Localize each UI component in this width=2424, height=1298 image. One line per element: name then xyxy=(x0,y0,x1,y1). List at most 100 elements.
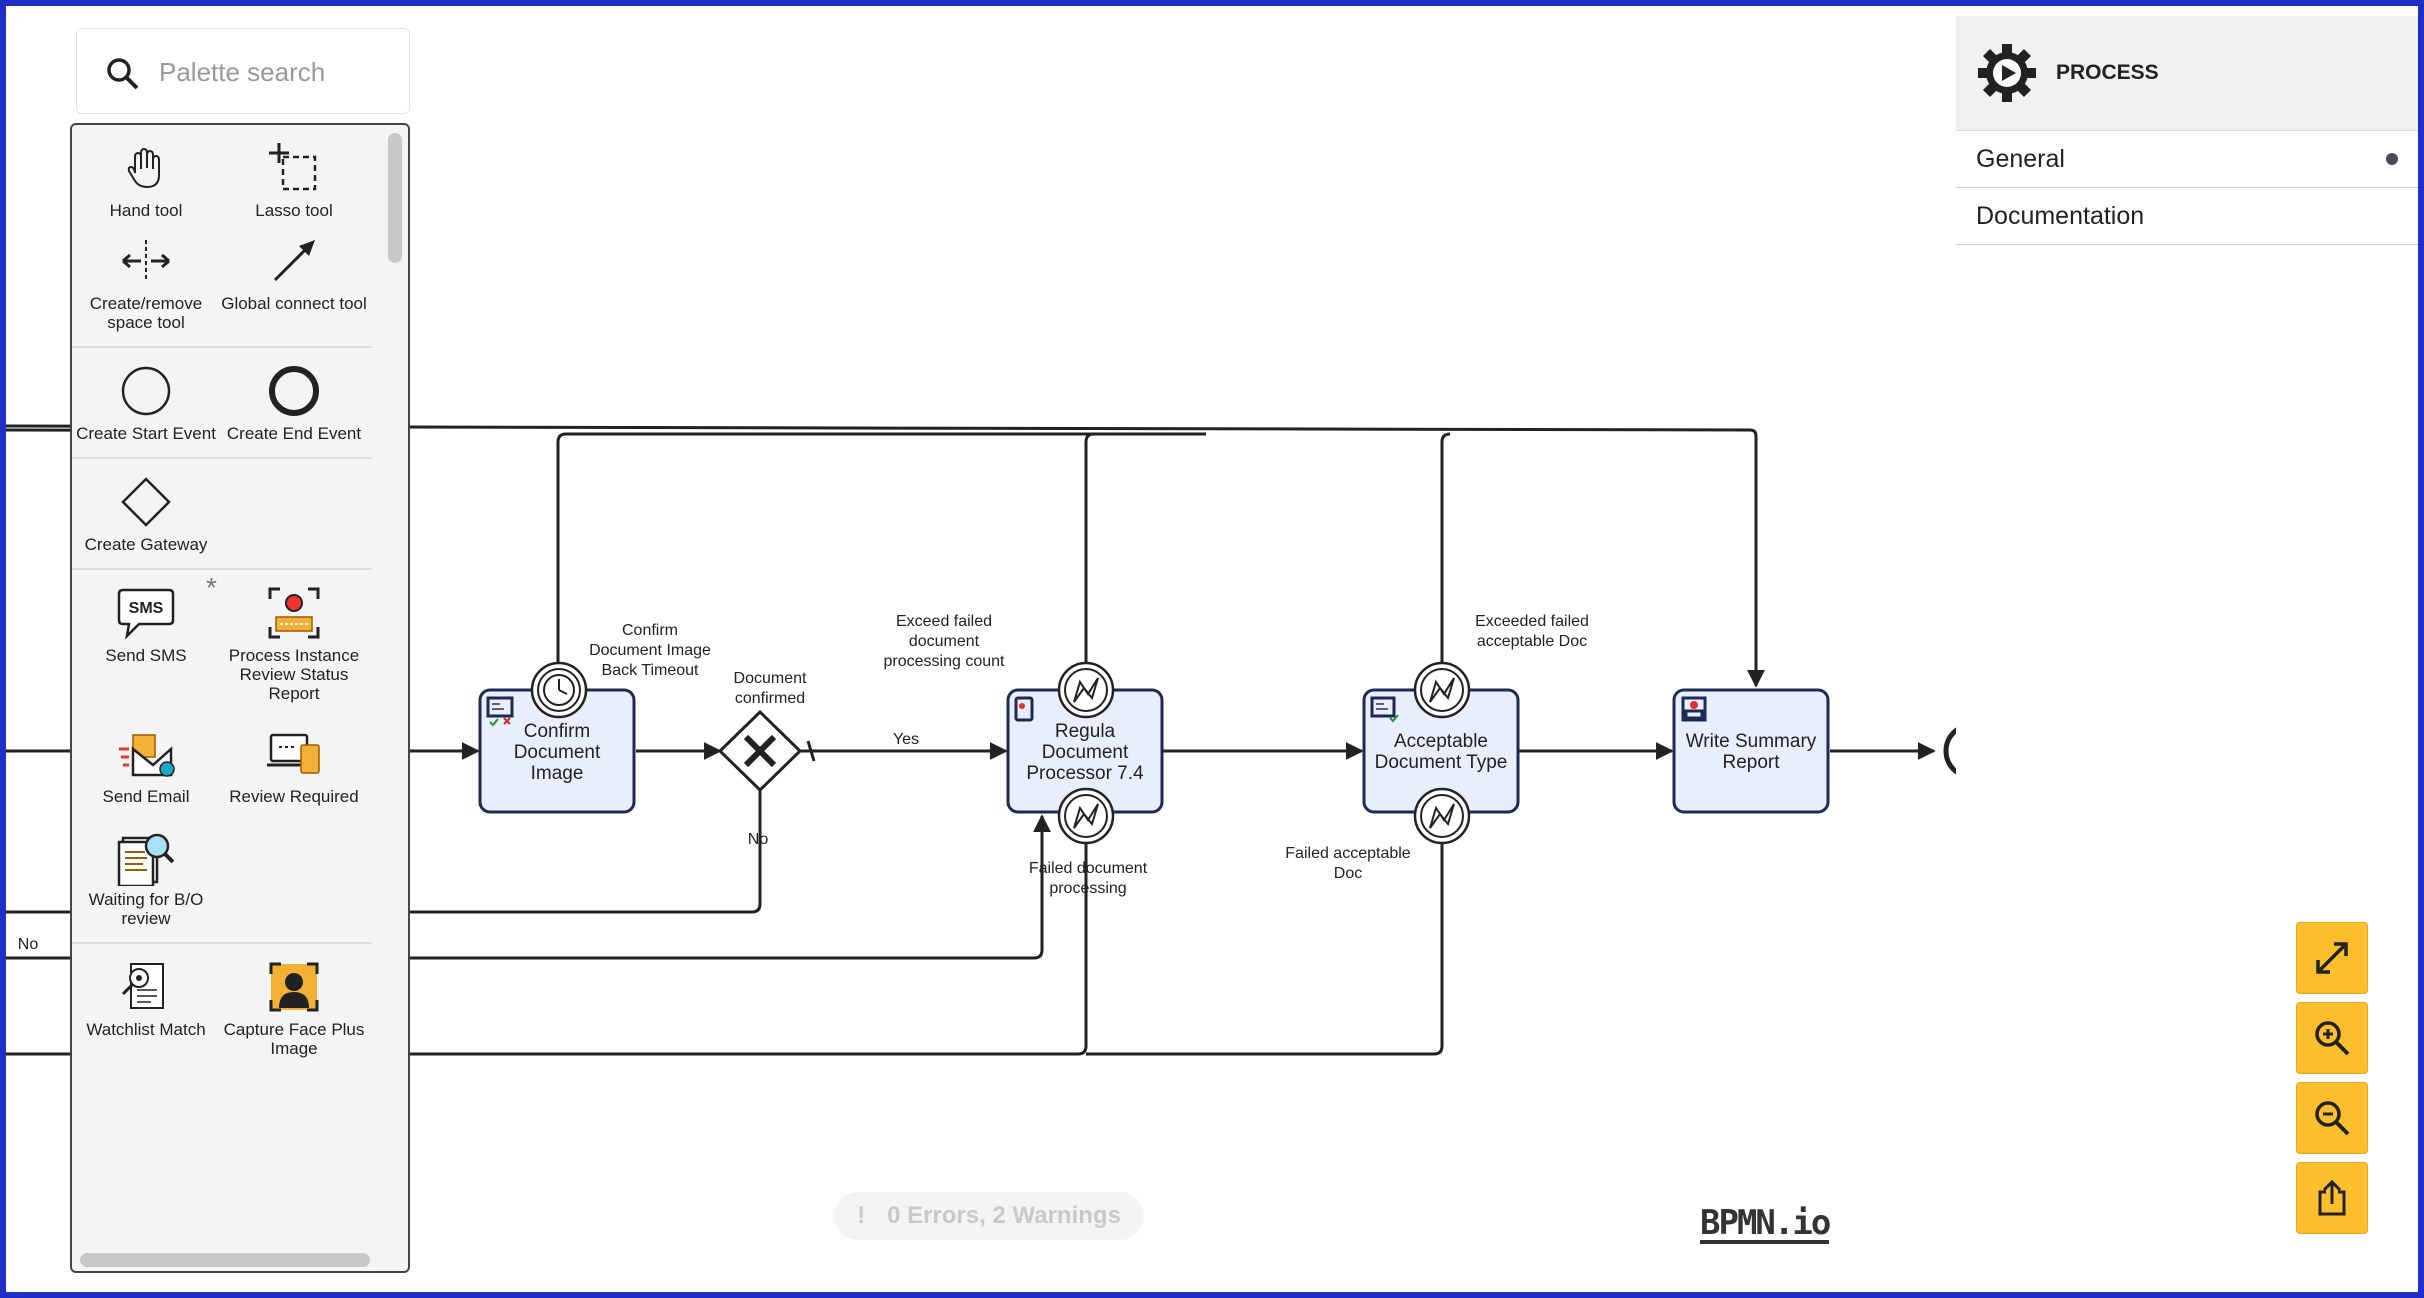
end-event-icon xyxy=(269,366,319,416)
export-button[interactable] xyxy=(2296,1162,2368,1234)
passport-icon xyxy=(1014,696,1034,722)
sequence-flow-exceed[interactable] xyxy=(1084,432,1095,666)
sequence-flow-failed-processing[interactable] xyxy=(6,841,1088,1056)
palette-label: Send SMS xyxy=(105,646,187,665)
share-export-icon xyxy=(2318,1179,2346,1216)
properties-panel: PROCESS General Documentation xyxy=(1956,16,2418,1292)
default-marker xyxy=(806,740,816,762)
palette-hscrollbar[interactable] xyxy=(80,1253,370,1267)
properties-group-label: General xyxy=(1976,144,2065,173)
email-icon xyxy=(119,734,175,777)
error-boundary-event-icon[interactable] xyxy=(1057,661,1115,719)
palette-group-gateways: Create Gateway xyxy=(72,459,372,570)
palette-space-tool[interactable]: Create/remove space tool xyxy=(72,228,220,340)
palette-label: Watchlist Match xyxy=(86,1020,206,1039)
palette-send-email[interactable]: Send Email xyxy=(72,721,220,814)
connect-arrow-icon xyxy=(273,240,315,282)
palette-label: Create Start Event xyxy=(76,424,216,443)
error-boundary-event-icon[interactable] xyxy=(1413,661,1471,719)
palette-create-end-event[interactable]: Create End Event xyxy=(220,358,368,451)
palette-create-gateway[interactable]: Create Gateway xyxy=(72,469,220,562)
palette-process-instance-review[interactable]: Process Instance Review Status Report xyxy=(220,580,368,711)
palette-label: Waiting for B/O review xyxy=(88,890,204,928)
zoom-in-button[interactable] xyxy=(2296,1002,2368,1074)
properties-group-documentation[interactable]: Documentation xyxy=(1956,188,2418,245)
timer-boundary-event-icon[interactable] xyxy=(530,661,588,719)
warning-icon: ! xyxy=(857,1202,866,1229)
palette-review-required[interactable]: Review Required xyxy=(220,721,368,814)
process-gear-icon xyxy=(1978,44,2036,102)
camera-scan-icon xyxy=(1681,696,1707,722)
review-report-icon xyxy=(268,587,320,639)
start-event-icon xyxy=(121,366,171,416)
exclusive-gateway[interactable] xyxy=(717,709,803,793)
sequence-flow-timeout[interactable] xyxy=(556,432,1206,666)
palette-send-sms[interactable]: SMS Send SMS xyxy=(72,580,220,711)
palette-watchlist-match[interactable]: Watchlist Match xyxy=(72,954,220,1066)
svg-text:SMS: SMS xyxy=(129,600,164,617)
linting-status-text: 0 Errors, 2 Warnings xyxy=(887,1202,1121,1229)
palette-label: Send Email xyxy=(102,787,190,806)
palette-label: Process Instance Review Status Report xyxy=(228,646,360,703)
sequence-flow-failed-acceptable[interactable] xyxy=(1086,841,1444,1056)
zoom-out-icon xyxy=(2315,1101,2350,1136)
properties-header: PROCESS xyxy=(1956,16,2418,131)
search-icon xyxy=(107,58,139,90)
palette-lasso-tool[interactable]: Lasso tool xyxy=(220,135,368,228)
palette-scrollbar[interactable] xyxy=(388,133,402,263)
palette-group-custom: * SMS Send SMS Process Instance Review S… xyxy=(72,570,372,944)
capture-face-icon xyxy=(269,962,319,1012)
palette-global-connect[interactable]: Global connect tool xyxy=(220,228,368,340)
id-card-check-icon xyxy=(486,696,514,727)
palette-label: Hand tool xyxy=(109,201,183,220)
data-marker-dot-icon xyxy=(2386,153,2398,165)
error-boundary-event-icon[interactable] xyxy=(1057,787,1115,845)
palette: Hand tool Lasso tool Create/remove space… xyxy=(70,123,410,1273)
id-card-verified-icon xyxy=(1370,696,1399,723)
zoom-out-button[interactable] xyxy=(2296,1082,2368,1154)
palette-label: Global connect tool xyxy=(221,294,367,313)
sequence-flow-exceeded-acceptable[interactable] xyxy=(1440,432,1451,666)
sequence-flow-top[interactable] xyxy=(6,424,1765,688)
palette-waiting-bo-review[interactable]: Waiting for B/O review xyxy=(72,824,220,936)
palette-search-input[interactable] xyxy=(157,51,391,93)
sms-icon: SMS xyxy=(117,588,175,640)
space-tool-icon xyxy=(122,240,170,282)
linting-status[interactable]: ! 0 Errors, 2 Warnings xyxy=(834,1192,1144,1240)
review-required-icon xyxy=(267,733,320,774)
sequence-flow-no[interactable] xyxy=(6,791,762,914)
sequence-flow-retry[interactable] xyxy=(6,814,1051,960)
palette-hand-tool[interactable]: Hand tool xyxy=(72,135,220,228)
hand-icon xyxy=(127,147,160,189)
palette-label: Capture Face Plus Image xyxy=(223,1020,365,1058)
lasso-icon xyxy=(269,143,317,191)
end-event[interactable] xyxy=(1943,725,1956,777)
zoom-in-icon xyxy=(2315,1021,2350,1056)
label-yes: Yes xyxy=(893,731,919,748)
label-no: No xyxy=(748,831,769,848)
waiting-review-icon xyxy=(117,833,175,886)
gateway-icon xyxy=(121,477,171,527)
palette-search xyxy=(76,28,410,114)
palette-label: Create Gateway xyxy=(84,535,208,554)
fit-viewport-button[interactable] xyxy=(2296,922,2368,994)
palette-label: Create/remove space tool xyxy=(89,294,203,332)
bpmn-io-logo[interactable]: BPMN.io xyxy=(1700,1203,1831,1244)
properties-group-general[interactable]: General xyxy=(1956,131,2418,188)
palette-label: Lasso tool xyxy=(255,201,333,220)
palette-capture-face[interactable]: Capture Face Plus Image xyxy=(220,954,368,1066)
error-boundary-event-icon[interactable] xyxy=(1413,787,1471,845)
palette-create-start-event[interactable]: Create Start Event xyxy=(72,358,220,451)
